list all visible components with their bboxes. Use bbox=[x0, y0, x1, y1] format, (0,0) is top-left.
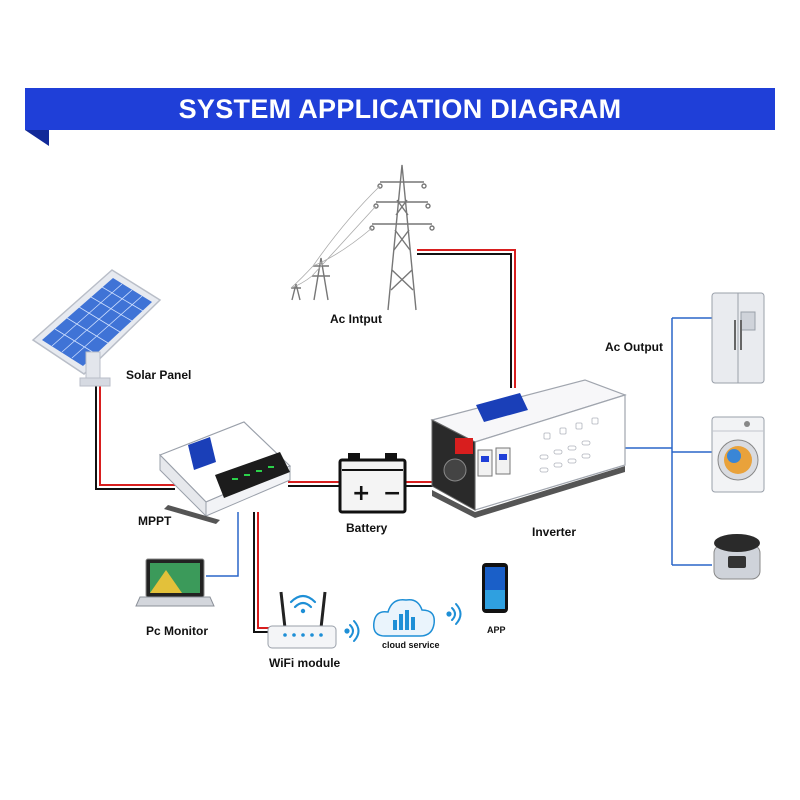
wire-mppt-wifi-red bbox=[257, 512, 270, 629]
label-cloud-service: cloud service bbox=[382, 640, 440, 650]
label-pc-monitor: Pc Monitor bbox=[146, 624, 208, 638]
cloud-icon bbox=[372, 598, 435, 637]
wire-grid-inverter-red bbox=[417, 249, 516, 388]
label-app: APP bbox=[487, 625, 506, 635]
wire-solar-mppt-black bbox=[95, 386, 175, 490]
transmission-tower-icon bbox=[290, 164, 435, 311]
refrigerator-icon bbox=[711, 292, 765, 384]
wires bbox=[95, 249, 712, 633]
svg-text:−: − bbox=[383, 481, 401, 506]
smartphone-icon bbox=[482, 563, 508, 613]
label-battery: Battery bbox=[346, 521, 388, 535]
mppt-controller-icon bbox=[158, 421, 292, 524]
wifi-signal-icon bbox=[446, 603, 462, 625]
washing-machine-icon bbox=[711, 416, 765, 493]
wire-solar-mppt-red bbox=[99, 386, 175, 486]
label-wifi-module: WiFi module bbox=[269, 656, 341, 670]
solar-panel-icon bbox=[31, 269, 162, 387]
label-ac-input: Ac Intput bbox=[330, 312, 382, 326]
rice-cooker-icon bbox=[713, 534, 761, 580]
svg-text:+: + bbox=[352, 481, 370, 506]
label-mppt: MPPT bbox=[138, 514, 172, 528]
label-solar-panel: Solar Panel bbox=[126, 368, 192, 382]
label-inverter: Inverter bbox=[532, 525, 577, 539]
wire-mppt-wifi-black bbox=[253, 512, 270, 633]
label-ac-output: Ac Output bbox=[605, 340, 663, 354]
inverter-icon bbox=[430, 379, 627, 518]
laptop-icon bbox=[135, 558, 215, 607]
wifi-signal-icon bbox=[344, 620, 360, 642]
wire-grid-inverter-black bbox=[417, 253, 512, 388]
title-banner bbox=[25, 88, 775, 146]
wire-mppt-pc bbox=[206, 512, 239, 577]
wire-inverter-appliances bbox=[622, 317, 712, 566]
page-title: SYSTEM APPLICATION DIAGRAM bbox=[178, 94, 622, 124]
battery-icon: + − bbox=[338, 453, 407, 514]
wifi-router-icon bbox=[267, 591, 337, 649]
